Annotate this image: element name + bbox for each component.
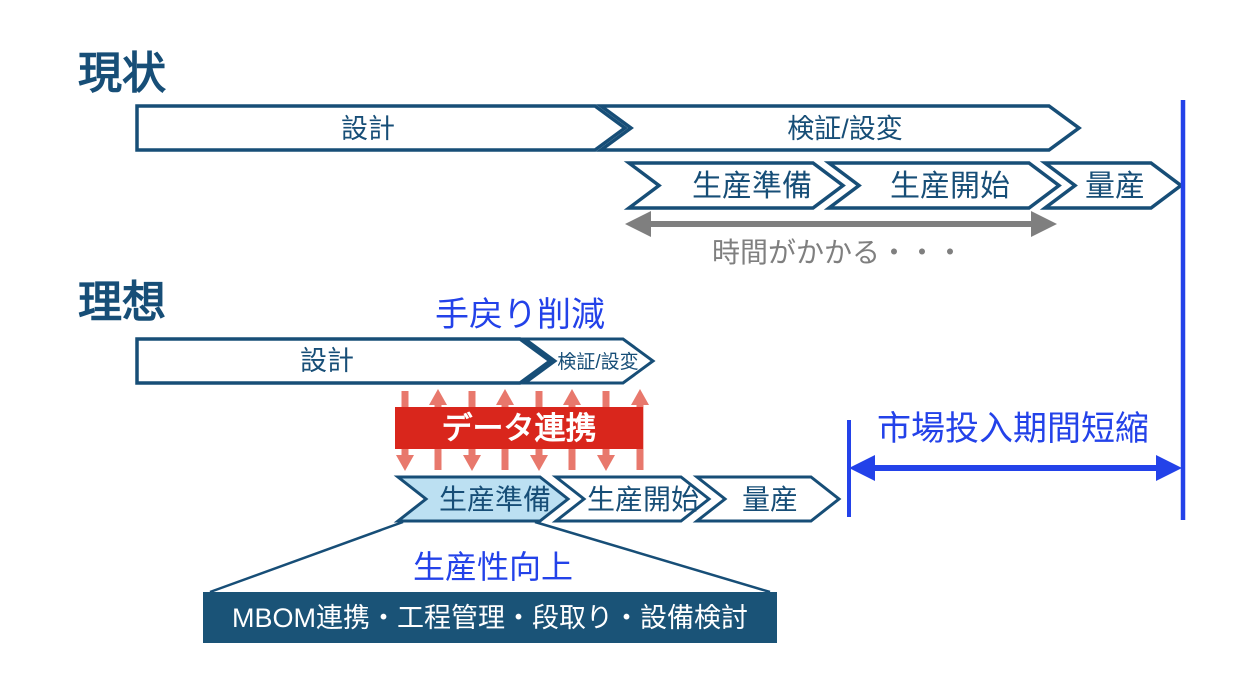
detail-box-label: MBOM連携・工程管理・段取り・設備検討: [232, 603, 748, 633]
current-start-arrow: 生産開始: [823, 161, 1062, 210]
ideal-prep-arrow-shape: [393, 475, 571, 523]
time-span-arrowhead-right: [1031, 211, 1057, 237]
ideal-design-arrow-shape: [135, 337, 553, 385]
current-start-arrow-shape: [823, 161, 1062, 210]
current-prep-label: 生産準備: [692, 170, 812, 203]
current-start-label: 生産開始: [890, 170, 1010, 203]
time-span-arrowhead-left: [625, 211, 651, 237]
productivity-label: 生産性向上: [413, 549, 573, 585]
ideal-start-arrow-shape: [551, 475, 712, 523]
current-design-arrow-shape: [135, 104, 628, 152]
current-mass-arrow-shape: [1039, 161, 1184, 210]
current-mass-label: 量産: [1085, 170, 1145, 203]
detail-box: MBOM連携・工程管理・段取り・設備検討: [203, 592, 777, 643]
ideal-verify-arrow-shape: [520, 337, 656, 385]
ideal-design-arrow: 設計: [135, 337, 553, 385]
time-span-arrow: [625, 211, 1057, 237]
time-note-label: 時間がかかる・・・: [712, 237, 964, 268]
market-span-arrowhead-left: [849, 455, 875, 481]
market-shortening-annotation: 市場投入期間短縮: [847, 410, 1182, 517]
ideal-verify-label: 検証/設変: [557, 351, 638, 373]
rework-reduction-label: 手戻り削減: [435, 296, 605, 334]
current-verify-arrow: 検証/設変: [595, 104, 1082, 152]
ideal-prep-arrow: 生産準備: [393, 475, 571, 523]
market-shortening-label: 市場投入期間短縮: [877, 410, 1149, 448]
current-design-arrow: 設計: [135, 104, 628, 152]
ideal-mass-arrow: 量産: [692, 475, 842, 523]
ideal-state-heading: 理想: [78, 278, 166, 327]
callout-funnel-right-line: [534, 520, 771, 594]
current-state-heading: 現状: [78, 49, 167, 98]
ideal-mass-label: 量産: [742, 484, 798, 515]
current-verify-arrow-shape: [595, 104, 1082, 152]
ideal-mass-arrow-shape: [692, 475, 842, 523]
callout-funnel-left-line: [209, 520, 404, 594]
ideal-start-label: 生産開始: [587, 484, 699, 515]
data-link-label: データ連携: [442, 411, 597, 446]
ideal-design-label: 設計: [300, 346, 354, 376]
current-prep-arrow: 生産準備: [623, 161, 846, 210]
ideal-start-arrow: 生産開始: [551, 475, 712, 523]
data-link-banner: データ連携: [395, 407, 643, 449]
market-span-arrowhead-right: [1156, 455, 1182, 481]
current-mass-arrow: 量産: [1039, 161, 1184, 210]
current-design-label: 設計: [341, 114, 395, 144]
ideal-prep-label: 生産準備: [439, 484, 551, 515]
data-link-banner-box: [395, 407, 643, 449]
ideal-verify-arrow: 検証/設変: [520, 337, 656, 385]
detail-box-shape: [203, 592, 777, 643]
current-prep-arrow-shape: [623, 161, 846, 210]
current-verify-label: 検証/設変: [787, 114, 903, 144]
